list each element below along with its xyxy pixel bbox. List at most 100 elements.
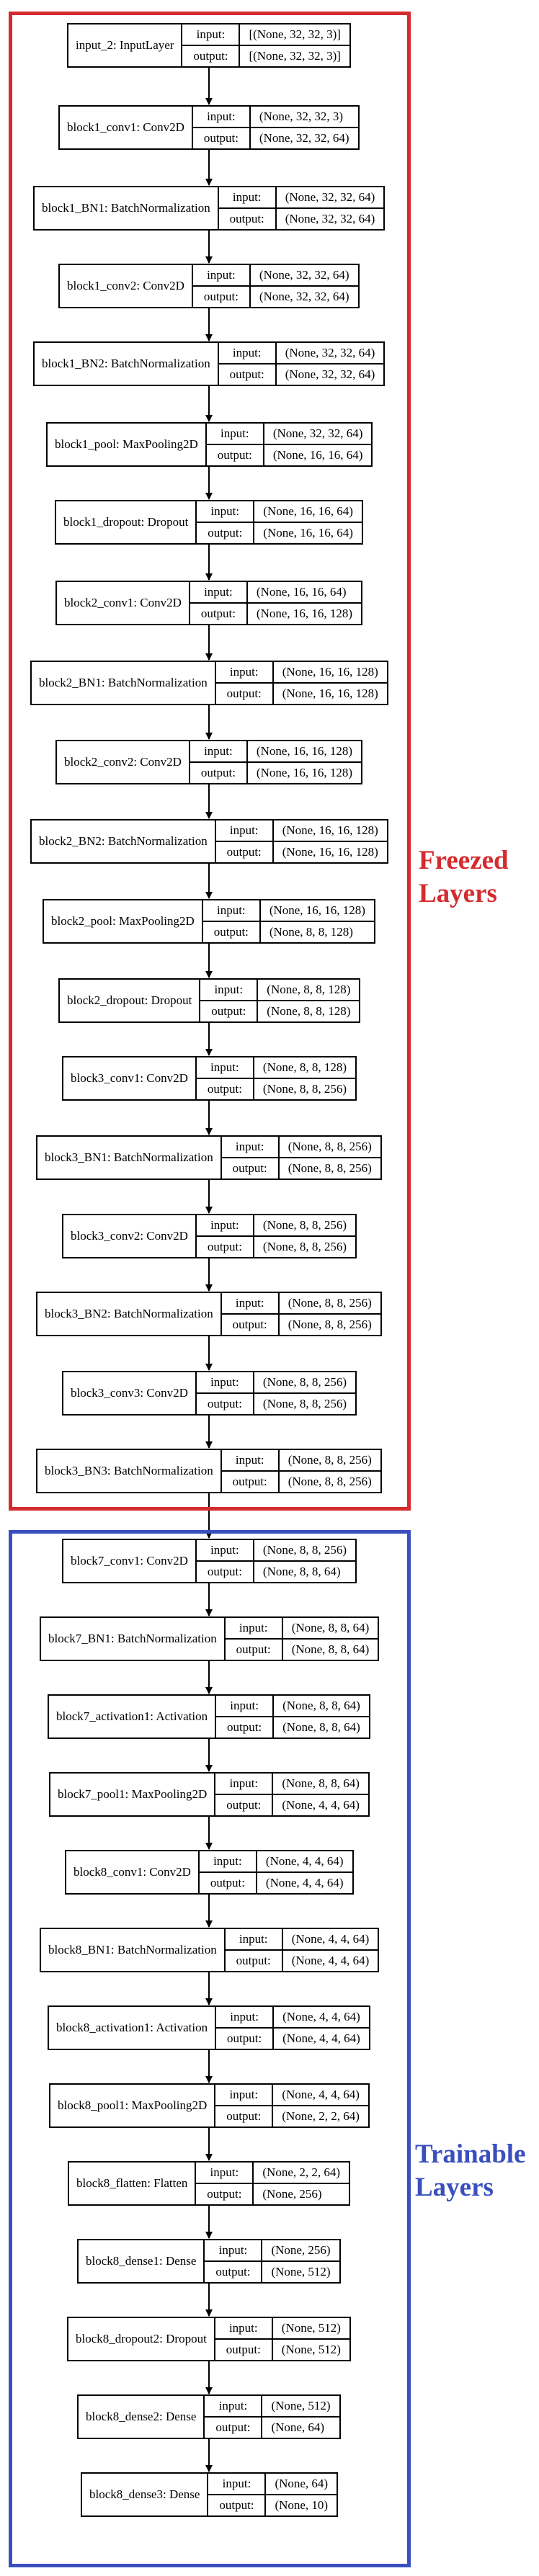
layer-input-row: input:(None, 512) xyxy=(205,2396,339,2416)
output-shape: (None, 4, 4, 64) xyxy=(291,1954,370,1967)
layer-name: block8_dropout2: Dropout xyxy=(68,2318,215,2360)
layer-name: block1_conv1: Conv2D xyxy=(60,107,193,148)
layer-input-row: input:(None, 8, 8, 64) xyxy=(216,1696,369,1716)
output-shape: (None, 32, 32, 64) xyxy=(285,212,375,225)
input-label: input: xyxy=(205,2240,263,2260)
output-label: output: xyxy=(215,2106,274,2126)
input-shape: (None, 512) xyxy=(281,2321,341,2335)
input-shape: (None, 8, 8, 256) xyxy=(288,1453,372,1467)
layer-output-row: output:(None, 4, 4, 64) xyxy=(199,1871,352,1893)
layer-input-row: input:(None, 16, 16, 64) xyxy=(190,582,361,602)
input-label: input: xyxy=(208,2474,267,2494)
layer-input-row: input:(None, 8, 8, 256) xyxy=(197,1215,355,1235)
trainable-layers-frame xyxy=(9,1530,411,2567)
input-shape: (None, 16, 16, 64) xyxy=(256,585,347,599)
input-label: input: xyxy=(207,424,264,444)
output-shape: (None, 16, 16, 64) xyxy=(272,448,363,462)
trainable-label-line2: Layers xyxy=(415,2173,494,2202)
layer-output-row: output:(None, 8, 8, 256) xyxy=(196,1078,356,1099)
output-label: output: xyxy=(208,2495,267,2515)
output-label: output: xyxy=(219,209,277,229)
layer-io-table: input:(None, 16, 16, 128)output:(None, 1… xyxy=(190,741,362,783)
layer-input-row: input:(None, 8, 8, 64) xyxy=(215,1774,368,1794)
layer-io-table: input:(None, 8, 8, 256)output:(None, 8, … xyxy=(221,1137,380,1179)
layer-input-row: input:(None, 8, 8, 256) xyxy=(197,1372,355,1392)
layer-input-row: input:(None, 32, 32, 64) xyxy=(207,424,372,444)
layer-input-row: input:[(None, 32, 32, 3)] xyxy=(182,24,349,45)
layer-output-row: output:(None, 2, 2, 64) xyxy=(215,2105,368,2126)
layer-input-row: input:(None, 4, 4, 64) xyxy=(216,2007,369,2027)
layer-output-row: output:(None, 512) xyxy=(205,2260,339,2282)
layer-name: block1_BN1: BatchNormalization xyxy=(35,187,219,229)
input-shape: (None, 512) xyxy=(271,2399,331,2412)
output-label: output: xyxy=(193,287,251,307)
input-shape: (None, 16, 16, 128) xyxy=(256,744,353,758)
input-label: input: xyxy=(197,1215,254,1235)
layer-output-row: output:(None, 8, 8, 64) xyxy=(216,1716,369,1738)
output-shape: (None, 64) xyxy=(271,2420,325,2434)
output-shape: (None, 8, 8, 256) xyxy=(288,1161,372,1175)
input-shape: (None, 32, 32, 64) xyxy=(259,268,349,282)
layer-io-table: input: (None, 256) output:(None, 512) xyxy=(205,2240,339,2282)
layer-input-row: input:(None, 64) xyxy=(208,2474,337,2494)
layer-output-row: output:(None, 8, 8, 128) xyxy=(202,921,374,942)
output-label: output: xyxy=(197,1562,254,1582)
input-shape: (None, 8, 8, 128) xyxy=(262,1060,347,1074)
layer-io-table: input:(None, 16, 16, 64)output:(None, 16… xyxy=(197,501,362,543)
input-label: input: xyxy=(197,1057,254,1078)
output-shape: (None, 8, 8, 128) xyxy=(269,925,353,939)
output-label: output: xyxy=(197,523,255,543)
layer-input-row: input:(None, 32, 32, 3) xyxy=(193,107,358,127)
layer-name: block1_conv2: Conv2D xyxy=(60,265,193,307)
layer-io-table: input:(None, 32, 32, 64)output:(None, 16… xyxy=(206,424,372,465)
layer-name: block2_dropout: Dropout xyxy=(60,980,201,1021)
input-label: input: xyxy=(193,107,251,127)
layer-output-row: output:(None, 16, 16, 128) xyxy=(215,682,387,704)
output-label: output: xyxy=(222,1158,280,1179)
layer-name: block2_conv2: Conv2D xyxy=(57,741,190,783)
input-shape: (None, 256) xyxy=(271,2243,331,2257)
layer-io-table: input:(None, 2, 2, 64)output:(None, 256) xyxy=(196,2163,349,2204)
output-label: output: xyxy=(197,1237,254,1257)
output-shape: (None, 4, 4, 64) xyxy=(282,2031,360,2045)
output-shape: (None, 8, 8, 256) xyxy=(288,1318,372,1331)
output-label: output: xyxy=(216,1717,275,1738)
output-label: output: xyxy=(216,2029,275,2049)
layer-output-row: output:(None, 64) xyxy=(205,2416,339,2438)
output-label: output: xyxy=(222,1315,280,1335)
output-shape: (None, 32, 32, 64) xyxy=(259,290,349,303)
layer-output-row: output:[(None, 32, 32, 3)] xyxy=(182,45,349,66)
layer-name: block8_BN1: BatchNormalization xyxy=(41,1929,226,1971)
input-label: input: xyxy=(196,2163,254,2183)
layer-input-row: input:(None, 16, 16, 128) xyxy=(216,820,387,841)
layer-output-row: output: (None, 32, 32, 64) xyxy=(218,207,384,229)
output-label: output: xyxy=(226,1951,283,1971)
layer-output-row: output: (None, 4, 4, 64) xyxy=(225,1949,378,1971)
layer-name: block2_BN2: BatchNormalization xyxy=(32,820,216,862)
output-label: output: xyxy=(205,2262,263,2282)
layer-name: block8_conv1: Conv2D xyxy=(66,1851,200,1893)
layer-io-table: input:(None, 16, 16, 128)output:(None, 8… xyxy=(202,900,374,942)
input-shape: (None, 4, 4, 64) xyxy=(265,1854,344,1868)
layer-name: block7_conv1: Conv2D xyxy=(63,1540,197,1582)
layer-io-table: input:(None, 8, 8, 256)output:(None, 8, … xyxy=(196,1372,356,1414)
input-shape: (None, 2, 2, 64) xyxy=(262,2165,341,2179)
layer-io-table: input:(None, 32, 32, 64)output:(None, 32… xyxy=(192,265,358,307)
layer-output-row: output:(None, 16, 16, 128) xyxy=(190,602,362,624)
input-shape: (None, 16, 16, 64) xyxy=(263,504,353,518)
output-shape: (None, 16, 16, 64) xyxy=(263,526,353,540)
layer-name: block2_pool: MaxPooling2D xyxy=(44,900,203,942)
input-label: input: xyxy=(222,1137,280,1157)
output-label: output: xyxy=(196,2184,254,2204)
output-label: output: xyxy=(197,1394,254,1414)
layer-io-table: input:(None, 8, 8, 256)output:(None, 8, … xyxy=(221,1450,380,1492)
layer-input-row: input:(None, 512) xyxy=(215,2318,349,2338)
